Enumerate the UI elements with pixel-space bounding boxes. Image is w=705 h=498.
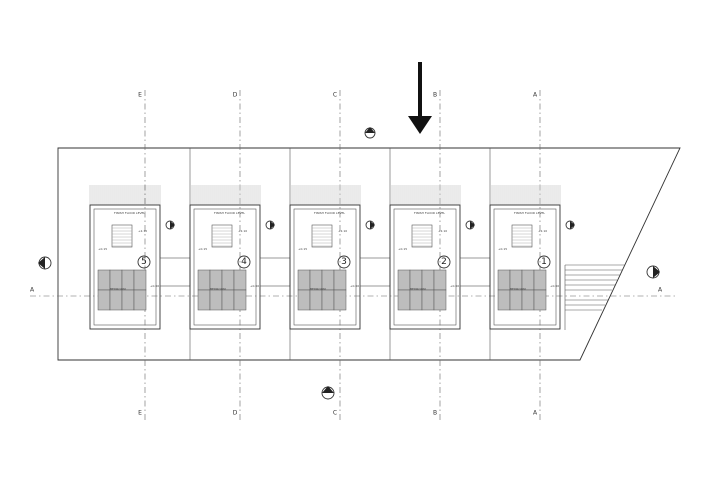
unit-outline — [489, 204, 561, 330]
module-grid — [97, 269, 147, 311]
axis-label-bottom: B — [433, 410, 437, 417]
section-marker-bottom — [321, 386, 335, 400]
section-marker-top — [364, 127, 376, 139]
unit-outline — [389, 204, 461, 330]
level-b: +0.15 — [198, 247, 207, 251]
level-c: +0.00 — [550, 284, 559, 288]
door-marker-icon — [165, 220, 175, 230]
unit-top-label: FINISH FLOOR LEVEL — [214, 211, 245, 215]
unit-number-circle — [137, 255, 151, 269]
unit-outline — [189, 204, 261, 330]
level-a: +2.10 — [338, 229, 347, 233]
unit-number: 2 — [441, 257, 447, 267]
unit-number: 5 — [141, 257, 147, 267]
roof-hatch — [389, 185, 461, 205]
units-group: FINISH FLOOR LEVEL +2.10 +0.15 +0.00 5BEDROO… — [89, 185, 575, 330]
level-b: +0.15 — [298, 247, 307, 251]
unit-outline — [89, 204, 161, 330]
unit-number: 4 — [241, 257, 247, 267]
axis-label-bottom: A — [533, 410, 538, 417]
unit-number-circle — [337, 255, 351, 269]
door-marker-icon — [265, 220, 275, 230]
roof-hatch — [289, 185, 361, 205]
unit-number-circle — [437, 255, 451, 269]
entrance-steps — [564, 264, 625, 330]
unit-top-label: FINISH FLOOR LEVEL — [314, 211, 345, 215]
module-label: BEDROOM — [410, 287, 426, 291]
module-grid — [497, 269, 547, 311]
level-a: +2.10 — [138, 229, 147, 233]
section-marker-right — [646, 265, 660, 279]
entrance-arrow-icon — [408, 62, 432, 134]
level-a: +2.10 — [238, 229, 247, 233]
level-c: +0.00 — [350, 284, 359, 288]
site-outline — [57, 147, 681, 361]
door-marker-icon — [365, 220, 375, 230]
level-c: +0.00 — [450, 284, 459, 288]
unit-number: 3 — [341, 257, 347, 267]
unit-number: 1 — [541, 257, 547, 267]
module-grid — [397, 269, 447, 311]
roof-hatch — [489, 185, 561, 205]
unit-top-label: FINISH FLOOR LEVEL — [114, 211, 145, 215]
unit-4: FINISH FLOOR LEVEL +2.10 +0.15 +0.00 4BEDROO… — [189, 185, 291, 330]
unit-top-label: FINISH FLOOR LEVEL — [514, 211, 545, 215]
module-label: BEDROOM — [110, 287, 126, 291]
module-label: BEDROOM — [210, 287, 226, 291]
module-label: BEDROOM — [510, 287, 526, 291]
roof-hatch — [189, 185, 261, 205]
axis-label-top: E — [138, 92, 142, 99]
link-block — [159, 257, 191, 287]
unit-number-circle — [537, 255, 551, 269]
level-a: +2.10 — [438, 229, 447, 233]
door-marker-icon — [565, 220, 575, 230]
axis-label-bottom: D — [233, 410, 238, 417]
level-c: +0.00 — [250, 284, 259, 288]
axis-label-bottom: E — [138, 410, 142, 417]
link-block — [359, 257, 391, 287]
axis-label-top: B — [433, 92, 437, 99]
roof-hatch — [89, 185, 161, 205]
level-b: +0.15 — [398, 247, 407, 251]
axis-label-bottom: C — [333, 410, 337, 417]
unit-top-label: FINISH FLOOR LEVEL — [414, 211, 445, 215]
stair-block — [211, 224, 233, 248]
stair-block — [411, 224, 433, 248]
axis-label-top: A — [533, 92, 538, 99]
link-block — [259, 257, 291, 287]
unit-1: FINISH FLOOR LEVEL +2.10 +0.15 +0.00 1BEDROO… — [489, 185, 575, 330]
module-label: BEDROOM — [310, 287, 326, 291]
unit-5: FINISH FLOOR LEVEL +2.10 +0.15 +0.00 5BEDROO… — [89, 185, 191, 330]
section-label-left: A — [30, 287, 35, 294]
door-marker-icon — [465, 220, 475, 230]
module-grid — [197, 269, 247, 311]
grid-axes: E E D D C C B B A A — [138, 90, 541, 420]
level-b: +0.15 — [498, 247, 507, 251]
unit-outline — [289, 204, 361, 330]
level-c: +0.00 — [150, 284, 159, 288]
module-grid — [297, 269, 347, 311]
axis-label-top: D — [233, 92, 238, 99]
section-marker-left — [38, 256, 52, 270]
unit-3: FINISH FLOOR LEVEL +2.10 +0.15 +0.00 3BEDROO… — [289, 185, 391, 330]
stair-block — [311, 224, 333, 248]
link-block — [459, 257, 491, 287]
axis-label-top: C — [333, 92, 337, 99]
level-a: +2.10 — [538, 229, 547, 233]
stair-block — [111, 224, 133, 248]
section-label-right: A — [658, 287, 663, 294]
unit-number-circle — [237, 255, 251, 269]
stair-block — [511, 224, 533, 248]
level-b: +0.15 — [98, 247, 107, 251]
unit-2: FINISH FLOOR LEVEL +2.10 +0.15 +0.00 2BEDROO… — [389, 185, 491, 330]
